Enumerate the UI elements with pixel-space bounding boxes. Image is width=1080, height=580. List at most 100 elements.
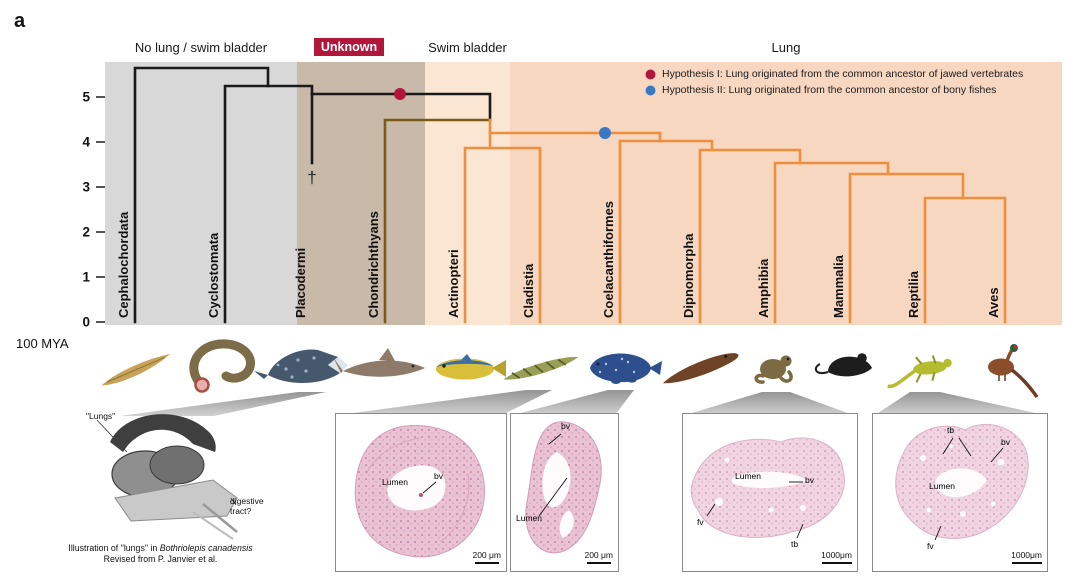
taxon-label-reptilia: Reptilia — [906, 271, 921, 318]
animal-illustrations — [101, 339, 1039, 399]
scale-text: 200 μm — [584, 549, 613, 560]
caption-prefix: Illustration of "lungs" in — [68, 543, 160, 553]
anatomy-lungs-label: "Lungs" — [86, 411, 116, 421]
tick-0: 0 — [82, 315, 90, 330]
anatomy-caption-line2: Revised from P. Janvier et al. — [103, 554, 218, 565]
taxon-label-coelacanthiformes: Coelacanthiformes — [601, 200, 616, 318]
tb-label: tb — [791, 539, 799, 549]
annotation-line — [538, 477, 568, 517]
band-lung — [510, 62, 1062, 325]
extinct-marker: † — [307, 168, 316, 187]
annotation-line — [958, 437, 972, 457]
histology-tissue-4 — [895, 423, 1029, 541]
annotation-line — [548, 433, 562, 445]
category-bands — [105, 62, 1062, 325]
taxon-label-placodermi: Placodermi — [293, 247, 308, 318]
bony-fish-clade — [463, 118, 1007, 324]
histology-tissue-1 — [354, 425, 485, 558]
anatomy-digestive-line2: tract? — [230, 505, 252, 516]
scale-bar-line — [821, 561, 852, 564]
axis-tick-labels: 5 4 3 2 1 0 — [82, 90, 90, 330]
scale-bar-line — [586, 561, 611, 564]
legend-hypothesis-2-text: Hypothesis II: Lung originated from the … — [662, 84, 997, 96]
header-unknown-badge: Unknown — [314, 38, 384, 56]
bichir-icon — [503, 357, 579, 380]
bv-label: bv — [434, 471, 443, 481]
hypothesis-2-node — [599, 127, 611, 139]
annotation-line — [942, 437, 954, 455]
scale-text: 1000μm — [821, 549, 852, 560]
branch-jawed-vertebrates — [310, 92, 492, 122]
wedge-coelacanth — [513, 390, 634, 415]
placoderm-icon — [254, 349, 348, 384]
header-swim-bladder: Swim bladder — [428, 40, 507, 55]
callout-wedges — [120, 390, 1044, 416]
fv-label: fv — [927, 541, 934, 551]
wedge-lizard — [875, 392, 1044, 415]
annotation-line — [934, 525, 942, 541]
histology-panel-lungfish: Lumen bv fv tb 1000μm — [682, 413, 858, 572]
histology-panel-reptile: tb bv Lumen fv 1000μm — [872, 413, 1048, 572]
mouse-icon — [814, 353, 872, 377]
scale-bar: 200 μm — [584, 549, 613, 564]
bothriolepis-sketch — [96, 414, 238, 540]
tick-3: 3 — [82, 180, 90, 195]
scale-text: 200 μm — [472, 549, 501, 560]
branch-chondrichthyans — [383, 118, 492, 324]
coelacanth-icon — [590, 353, 662, 384]
lumen-label: Lumen — [929, 481, 955, 491]
wedge-placoderm — [120, 392, 326, 416]
taxon-label-dipnomorpha: Dipnomorpha — [681, 233, 696, 319]
taxon-label-cladistia: Cladistia — [521, 263, 536, 318]
legend-hypothesis-1-text: Hypothesis I: Lung originated from the c… — [662, 68, 1024, 80]
annotation-line — [796, 523, 804, 539]
tb-label: tb — [947, 425, 955, 435]
bv-label: bv — [1001, 437, 1010, 447]
scale-bar-line — [1011, 561, 1042, 564]
lamprey-icon — [189, 339, 255, 393]
legend-row-hypothesis-1: Hypothesis I: Lung originated from the c… — [645, 68, 1023, 80]
pheasant-icon — [988, 344, 1039, 399]
histology-panel-bichir: Lumen bv 200 μm — [335, 413, 507, 572]
taxon-label-cephalochordata: Cephalochordata — [116, 211, 131, 318]
lumen-label: Lumen — [516, 513, 542, 523]
header-no-lung: No lung / swim bladder — [134, 40, 268, 55]
hypothesis-1-dot-icon — [645, 69, 656, 79]
legend-row-hypothesis-2: Hypothesis II: Lung originated from the … — [645, 84, 1023, 96]
annotation-line — [422, 481, 437, 494]
branch-cyclostomata — [223, 84, 314, 324]
taxon-label-mammalia: Mammalia — [831, 255, 846, 318]
hypothesis-1-node — [394, 88, 406, 100]
taxon-label-aves: Aves — [986, 287, 1001, 318]
anatomy-caption: Illustration of "lungs" in Bothriolepis … — [38, 543, 283, 566]
frog-icon — [754, 355, 793, 384]
taxon-label-cyclostomata: Cyclostomata — [206, 232, 221, 318]
fv-label: fv — [697, 517, 704, 527]
tick-5: 5 — [82, 90, 90, 105]
hypothesis-2-dot-icon — [645, 85, 656, 95]
wedge-frog — [685, 392, 853, 415]
anatomy-digestive-label: digestive tract? — [230, 496, 282, 517]
tick-1: 1 — [82, 270, 90, 285]
lumen-label: Lumen — [735, 471, 761, 481]
lumen-label: Lumen — [382, 477, 408, 487]
scale-bar: 1000μm — [821, 549, 852, 564]
taxon-label-chondrichthyans: Chondrichthyans — [366, 211, 381, 318]
histology-tissue-3 — [690, 437, 845, 539]
taxon-label-actinopteri: Actinopteri — [446, 249, 461, 318]
tick-4: 4 — [82, 135, 90, 150]
histology-panel-coelacanth: bv Lumen 200 μm — [510, 413, 619, 572]
band-swim-bladder — [425, 62, 510, 325]
header-lung: Lung — [771, 40, 801, 55]
annotation-line — [990, 447, 1004, 463]
anatomy-caption-line1: Illustration of "lungs" in Bothriolepis … — [38, 543, 283, 554]
branch-cephalochordata — [133, 66, 270, 324]
axis-ticks — [96, 96, 105, 323]
caption-species: Bothriolepis canadensis — [159, 543, 253, 553]
wedge-bichir — [338, 390, 552, 415]
scale-bar-line — [474, 561, 499, 564]
bv-label: bv — [561, 421, 570, 431]
shark-icon — [333, 348, 425, 377]
histology-tissue-2 — [525, 421, 602, 554]
annotation-line — [706, 503, 716, 517]
